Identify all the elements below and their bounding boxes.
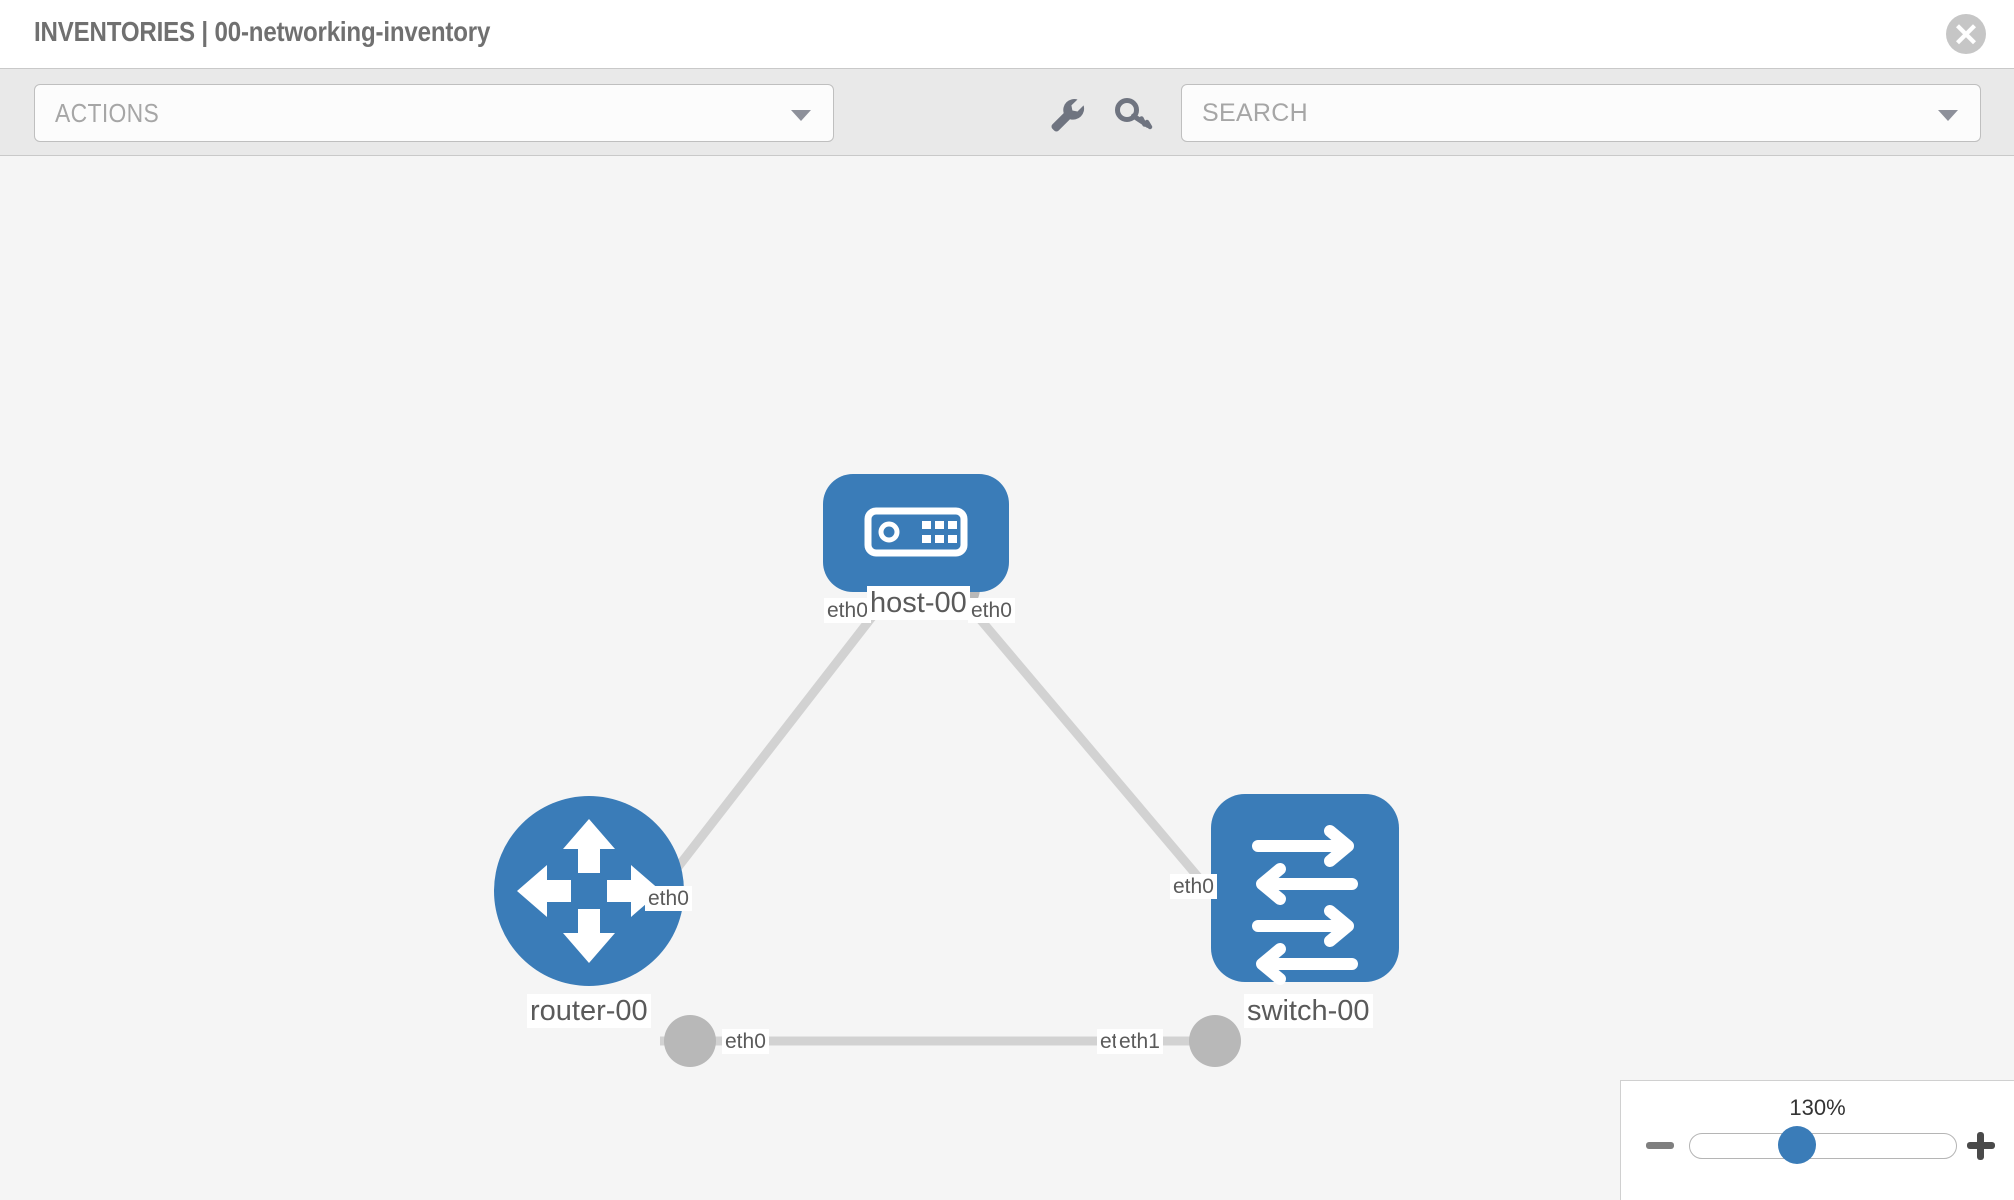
search-placeholder: SEARCH <box>1202 99 1308 127</box>
zoom-out-button[interactable] <box>1643 1129 1677 1163</box>
topology-graph <box>494 474 1399 1067</box>
key-icon <box>1115 98 1153 130</box>
chevron-down-icon[interactable] <box>1938 110 1958 121</box>
node-switch-00[interactable] <box>1211 794 1399 985</box>
edge-label-switch00-eth1: eth1 <box>1116 1029 1163 1054</box>
actions-dropdown[interactable]: ACTIONS <box>34 84 834 142</box>
connector-switch00-left <box>1189 1015 1241 1067</box>
minus-icon <box>1646 1142 1674 1149</box>
toolbar: ACTIONS SEARCH <box>0 68 2014 156</box>
edge-host00-router00 <box>636 583 900 919</box>
chevron-down-icon <box>791 110 811 121</box>
graph-connectors <box>664 560 1276 1067</box>
graph-edges <box>636 583 1252 1046</box>
zoom-control-panel: 130% <box>1620 1080 2014 1200</box>
wrench-button[interactable] <box>1043 91 1089 137</box>
zoom-percent-label: 130% <box>1789 1095 1846 1120</box>
edge-label-host00-eth0-right: eth0 <box>968 598 1015 623</box>
close-circle-icon <box>1956 24 1976 45</box>
zoom-slider-handle[interactable] <box>1778 1126 1816 1164</box>
node-label-switch-00[interactable]: switch-00 <box>1244 994 1373 1028</box>
close-button[interactable] <box>1946 14 1986 54</box>
connector-router00-right <box>664 1015 716 1067</box>
page-title: INVENTORIES | 00-networking-inventory <box>34 16 491 47</box>
node-host-00[interactable] <box>823 474 1009 592</box>
edge-label-router00-uplink-eth0: eth0 <box>645 886 692 911</box>
node-label-host-00[interactable]: host-00 <box>867 586 970 620</box>
node-label-router-00[interactable]: router-00 <box>527 994 651 1028</box>
edge-label-host00-eth0-left: eth0 <box>824 598 871 623</box>
topology-canvas[interactable]: eth0 eth0 eth0 eth0 eth0 eth0 eth1 host-… <box>0 156 2014 1200</box>
actions-dropdown-label: ACTIONS <box>55 98 160 128</box>
zoom-slider-track[interactable] <box>1689 1133 1957 1159</box>
plus-icon <box>1967 1132 1995 1160</box>
edge-label-router00-eth0: eth0 <box>722 1029 769 1054</box>
page-header: INVENTORIES | 00-networking-inventory <box>0 0 2014 68</box>
search-input[interactable]: SEARCH <box>1181 84 1981 142</box>
key-button[interactable] <box>1110 91 1156 137</box>
zoom-in-button[interactable] <box>1964 1129 1998 1163</box>
wrench-icon <box>1051 99 1085 132</box>
edge-label-switch00-uplink-eth0: eth0 <box>1170 874 1217 899</box>
node-router-00[interactable] <box>494 796 684 986</box>
